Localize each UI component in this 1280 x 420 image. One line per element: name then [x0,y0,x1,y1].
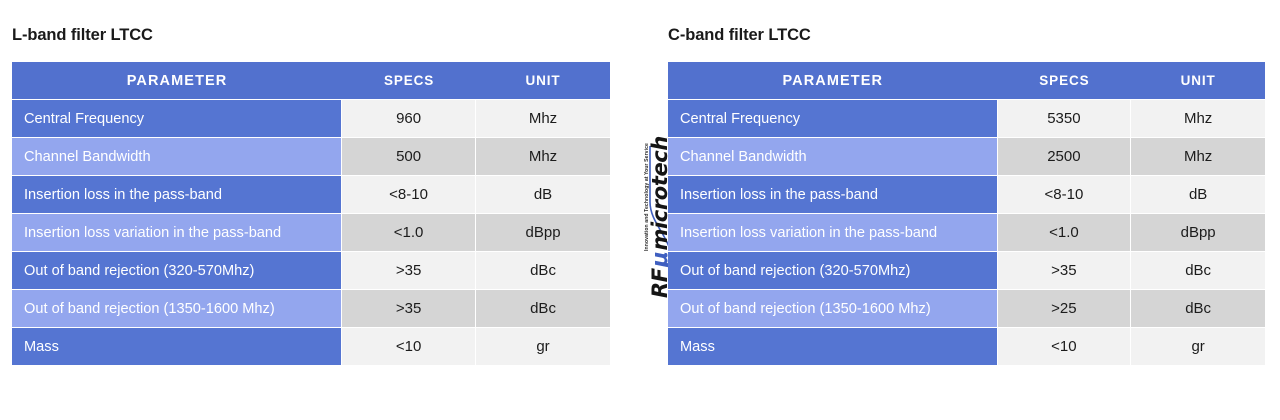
table-row: Out of band rejection (1350-1600 Mhz) >3… [12,290,610,328]
table-row: Central Frequency 5350 Mhz [668,100,1265,138]
cell-unit: dBpp [1131,214,1265,252]
cell-unit: Mhz [476,100,610,138]
cell-parameter: Channel Bandwidth [12,138,343,176]
cell-specs: <10 [997,328,1132,366]
cell-parameter: Central Frequency [12,100,343,138]
c-band-table-header: PARAMETER SPECS UNIT [668,62,1265,100]
cell-unit: Mhz [476,138,610,176]
header-row: PARAMETER SPECS UNIT [12,62,610,100]
table-row: Mass <10 gr [668,328,1265,366]
table-row: Insertion loss in the pass-band <8-10 dB [668,176,1265,214]
l-band-table-body: Central Frequency 960 Mhz Channel Bandwi… [12,100,610,366]
cell-unit: dBpp [476,214,610,252]
c-band-table-body: Central Frequency 5350 Mhz Channel Bandw… [668,100,1265,366]
column-header-specs: SPECS [342,62,477,100]
cell-unit: dBc [476,290,610,328]
cell-specs: 500 [342,138,477,176]
column-header-parameter: PARAMETER [12,62,343,100]
cell-parameter: Out of band rejection (320-570Mhz) [12,252,343,290]
cell-parameter: Out of band rejection (1350-1600 Mhz) [12,290,343,328]
table-row: Out of band rejection (320-570Mhz) >35 d… [668,252,1265,290]
cell-parameter: Insertion loss in the pass-band [12,176,343,214]
table-row: Out of band rejection (320-570Mhz) >35 d… [12,252,610,290]
table-row: Out of band rejection (1350-1600 Mhz) >2… [668,290,1265,328]
column-header-specs: SPECS [997,62,1132,100]
cell-specs: <1.0 [342,214,477,252]
cell-unit: Mhz [1131,138,1265,176]
c-band-spec-table: PARAMETER SPECS UNIT Central Frequency 5… [668,62,1265,366]
table-row: Insertion loss variation in the pass-ban… [668,214,1265,252]
table-row: Insertion loss variation in the pass-ban… [12,214,610,252]
cell-parameter: Mass [12,328,343,366]
cell-unit: dBc [1131,290,1265,328]
cell-unit: gr [1131,328,1265,366]
column-header-parameter: PARAMETER [668,62,998,100]
cell-parameter: Out of band rejection (1350-1600 Mhz) [668,290,998,328]
table-row: Channel Bandwidth 500 Mhz [12,138,610,176]
page-title-l-band: L-band filter LTCC [12,26,153,44]
rf-microtech-logo-icon: RFμmicrotech Innovation and Technology a… [614,128,673,298]
cell-specs: 5350 [997,100,1132,138]
cell-specs: >35 [997,252,1132,290]
cell-specs: <1.0 [997,214,1132,252]
table-row: Mass <10 gr [12,328,610,366]
table-row: Insertion loss in the pass-band <8-10 dB [12,176,610,214]
cell-parameter: Insertion loss in the pass-band [668,176,998,214]
cell-specs: <8-10 [342,176,477,214]
cell-specs: >35 [342,252,477,290]
l-band-table-header: PARAMETER SPECS UNIT [12,62,610,100]
cell-parameter: Mass [668,328,998,366]
table-row: Central Frequency 960 Mhz [12,100,610,138]
page-title-c-band: C-band filter LTCC [668,26,811,44]
cell-parameter: Channel Bandwidth [668,138,998,176]
cell-specs: 960 [342,100,477,138]
cell-unit: Mhz [1131,100,1265,138]
cell-specs: 2500 [997,138,1132,176]
cell-specs: <8-10 [997,176,1132,214]
column-header-unit: UNIT [1131,62,1265,100]
cell-unit: dBc [1131,252,1265,290]
cell-parameter: Central Frequency [668,100,998,138]
table-row: Channel Bandwidth 2500 Mhz [668,138,1265,176]
cell-unit: dB [1131,176,1265,214]
logo-tagline: Innovation and Technology at Your Servic… [644,143,650,251]
cell-unit: dB [476,176,610,214]
cell-specs: <10 [342,328,477,366]
header-row: PARAMETER SPECS UNIT [668,62,1265,100]
cell-parameter: Insertion loss variation in the pass-ban… [12,214,343,252]
cell-parameter: Insertion loss variation in the pass-ban… [668,214,998,252]
column-header-unit: UNIT [476,62,610,100]
cell-unit: dBc [476,252,610,290]
cell-specs: >35 [342,290,477,328]
l-band-spec-table: PARAMETER SPECS UNIT Central Frequency 9… [12,62,610,366]
cell-specs: >25 [997,290,1132,328]
cell-parameter: Out of band rejection (320-570Mhz) [668,252,998,290]
cell-unit: gr [476,328,610,366]
